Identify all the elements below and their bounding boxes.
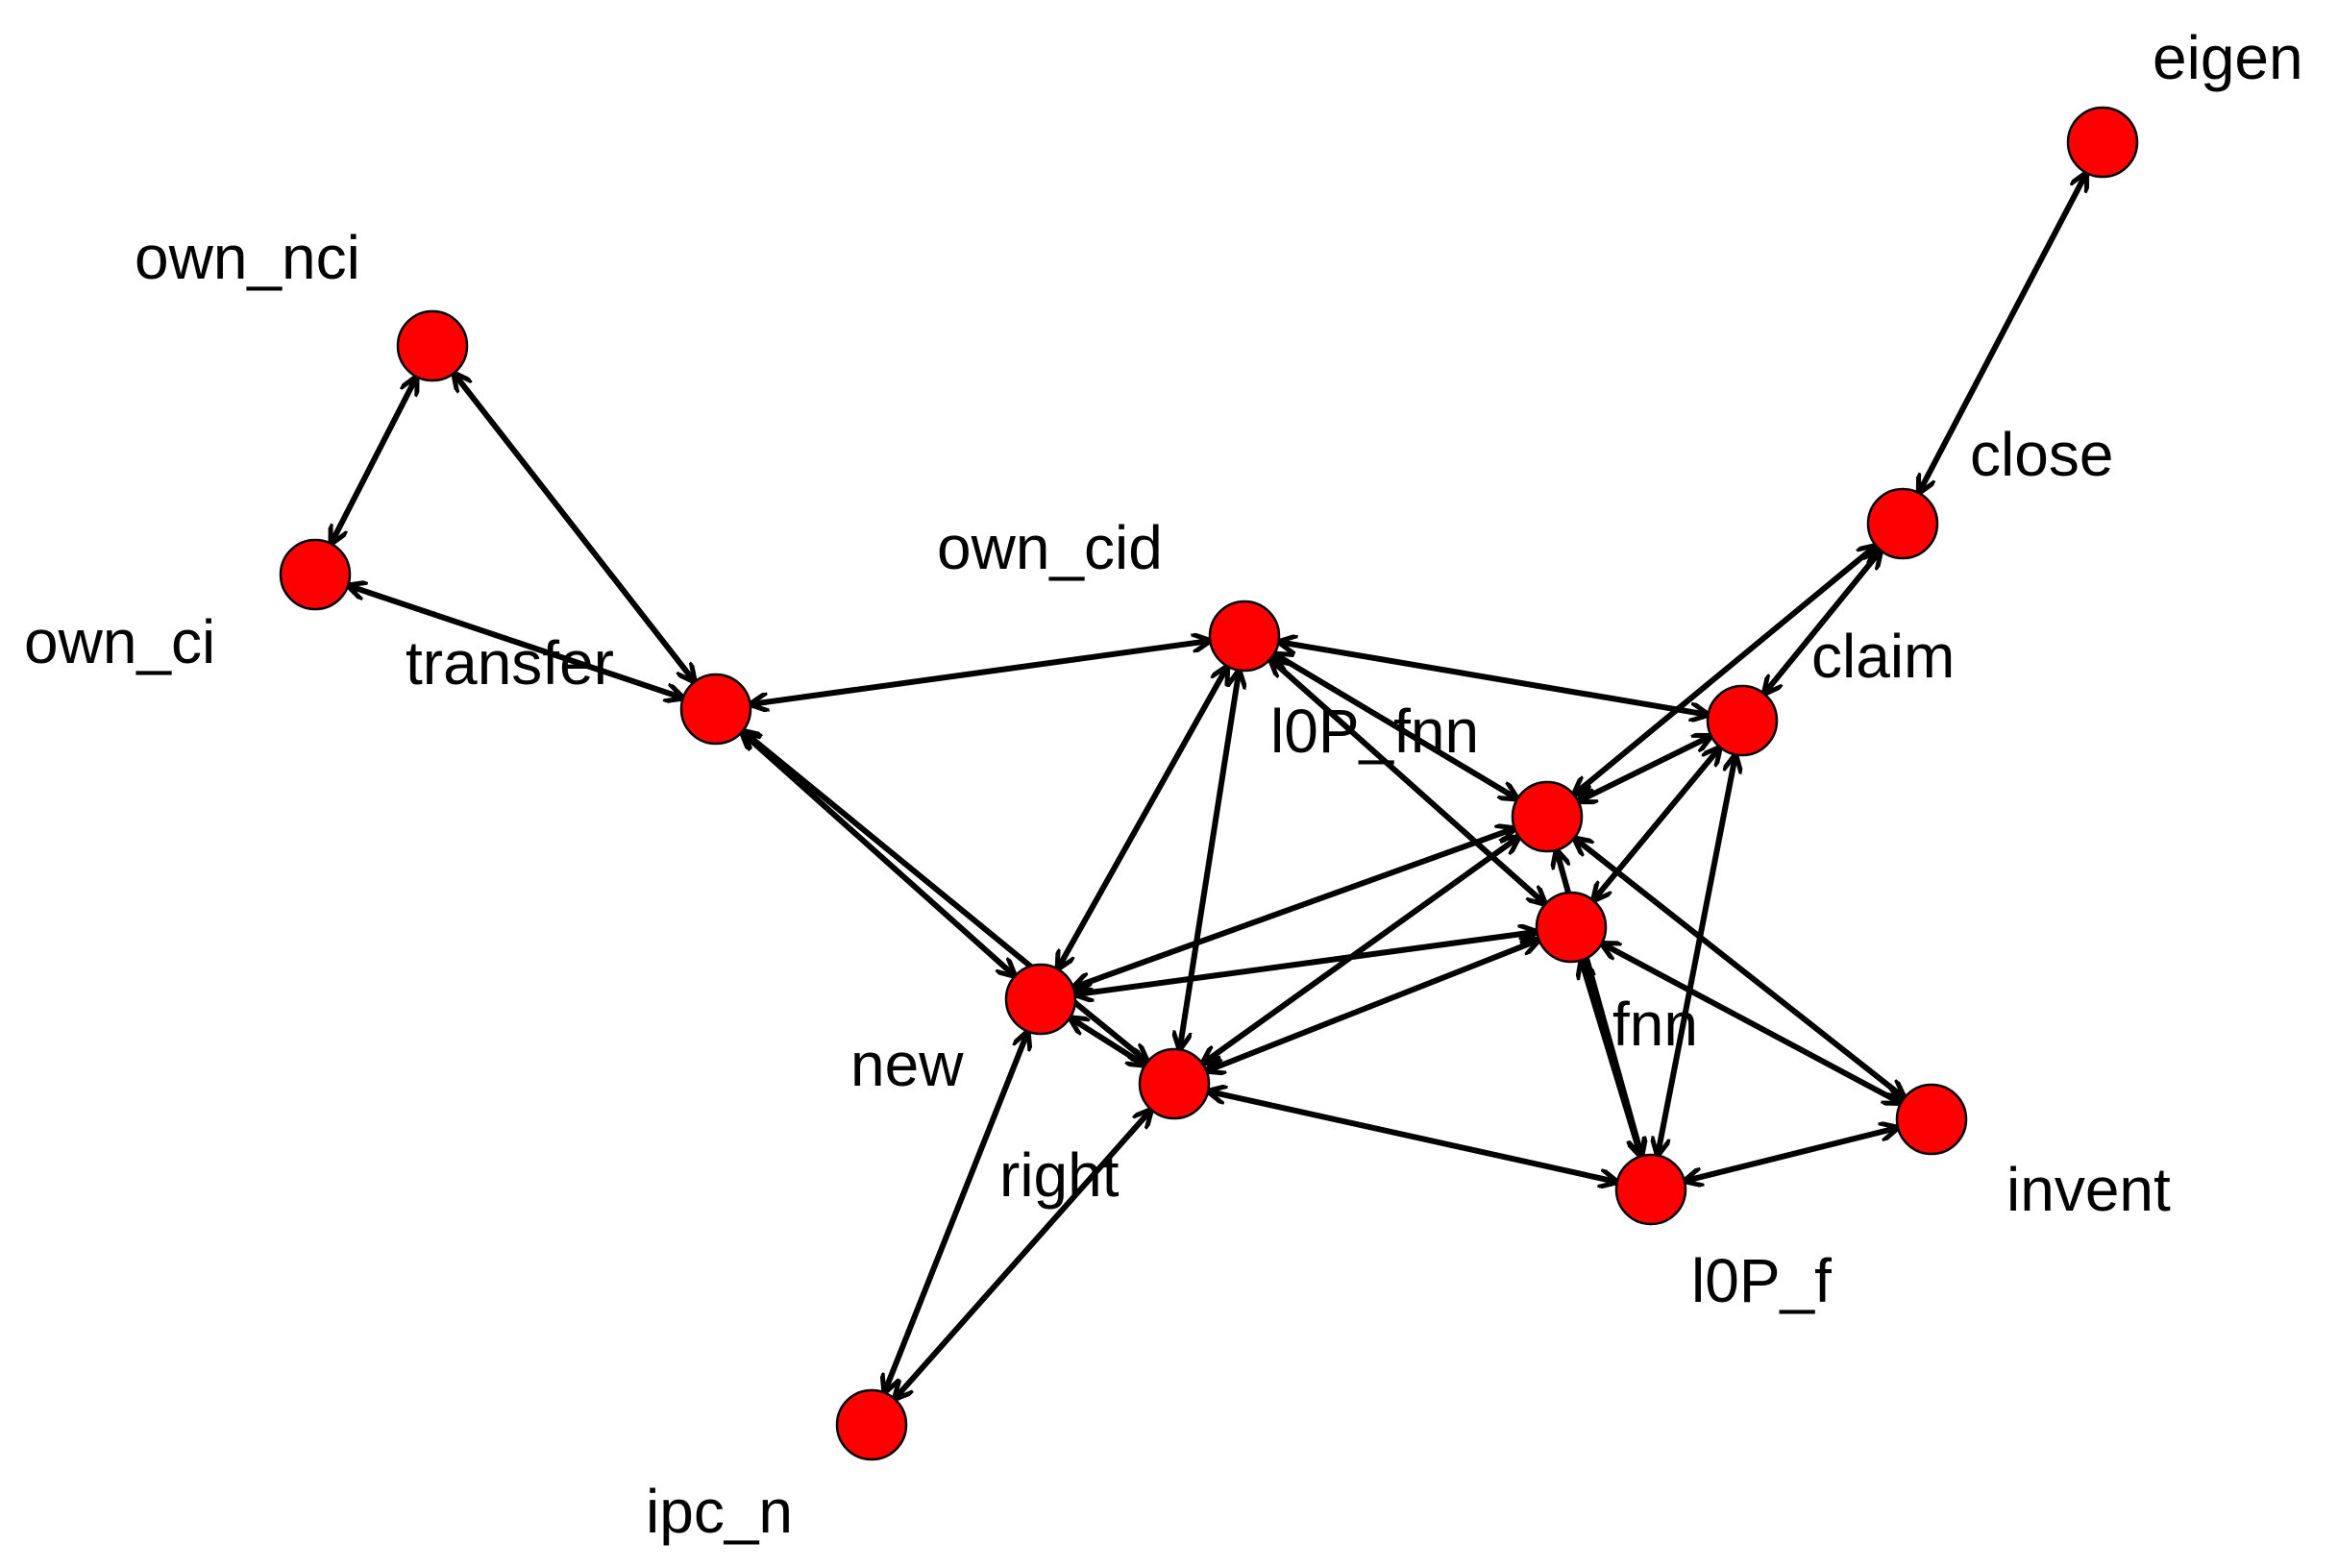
edge-invent-l0P_f: [1685, 1128, 1898, 1182]
nodes-layer: [279, 106, 2139, 1461]
node-label-right: right: [999, 1140, 1120, 1210]
edge-right-ipc_n: [895, 1110, 1151, 1399]
node-label-new: new: [850, 1030, 964, 1099]
node-l0P_f: [1614, 1153, 1687, 1226]
node-close: [1866, 487, 1939, 560]
edge-own_cid-right: [1180, 671, 1240, 1050]
labels-layer: eigen close claim own_nci own_ci transfer own_…: [24, 23, 2303, 1546]
node-eigen: [2066, 106, 2139, 179]
node-label-ipc_n: ipc_n: [646, 1477, 793, 1546]
edge-transfer-right: [743, 731, 1147, 1062]
edge-claim-fnn: [1593, 747, 1720, 901]
edge-transfer-own_cid: [751, 641, 1211, 704]
edge-own_cid-claim: [1278, 642, 1708, 715]
edge-transfer-new: [742, 732, 1015, 976]
node-fnn: [1535, 891, 1608, 964]
node-right: [1138, 1047, 1211, 1120]
node-label-own_cid: own_cid: [937, 513, 1163, 582]
node-own_nci: [396, 309, 469, 382]
node-claim: [1706, 684, 1779, 757]
node-l0P_fnn: [1511, 780, 1584, 853]
node-own_cid: [1208, 600, 1281, 673]
edge-own_nci-own_ci: [331, 377, 416, 544]
node-label-own_nci: own_nci: [135, 223, 360, 292]
edge-right-l0P_f: [1208, 1091, 1617, 1182]
node-label-transfer: transfer: [406, 628, 614, 698]
node-transfer: [679, 673, 752, 746]
edges-layer: [331, 173, 2086, 1399]
node-invent: [1895, 1083, 1968, 1156]
edge-new-right: [1070, 1017, 1144, 1065]
node-label-l0P_fnn: l0P_fnn: [1270, 697, 1479, 766]
edge-eigen-close: [1919, 173, 2087, 493]
edge-l0P_fnn-invent: [1574, 838, 1904, 1097]
node-label-l0P_f: l0P_f: [1691, 1246, 1832, 1315]
node-label-claim: claim: [1811, 622, 1955, 691]
node-label-close: close: [1970, 420, 2113, 489]
node-label-invent: invent: [2006, 1155, 2171, 1224]
node-new: [1004, 963, 1077, 1036]
node-label-own_ci: own_ci: [24, 607, 215, 676]
node-ipc_n: [835, 1388, 908, 1461]
node-label-eigen: eigen: [2153, 23, 2303, 92]
edge-l0P_fnn-right: [1202, 837, 1518, 1064]
edge-own_ci-transfer: [348, 585, 683, 698]
edge-claim-l0P_fnn: [1578, 736, 1710, 801]
edge-fnn-invent: [1602, 943, 1901, 1103]
node-label-fnn: fnn: [1612, 990, 1698, 1059]
node-own_ci: [279, 538, 352, 611]
edge-fnn-right: [1206, 940, 1538, 1071]
